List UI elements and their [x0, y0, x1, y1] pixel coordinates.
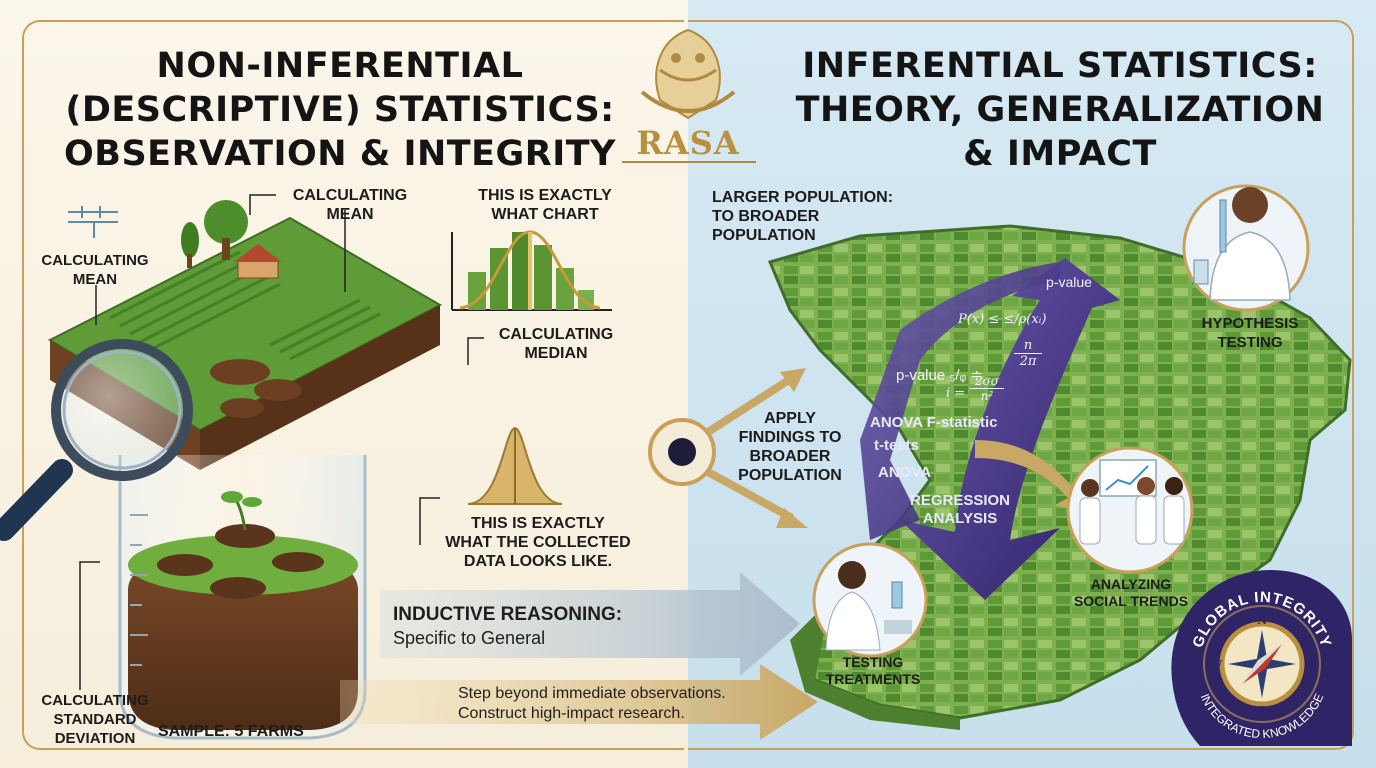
t-tests: t-tests: [874, 437, 920, 454]
population-label: LARGER POPULATION: TO BROADER POPULATION: [712, 188, 932, 245]
apply-line-1: APPLY: [764, 410, 816, 427]
pvalue-formula: p-value ₅/ᵩ ≑: [896, 367, 983, 384]
data-caption-line-3: DATA LOOKS LIKE.: [463, 553, 613, 570]
calculating-median-label: CALCULATING MEDIAN: [486, 325, 626, 363]
inductive-reasoning-title: INDUCTIVE REASONING:: [393, 604, 623, 625]
step-line-1: Step beyond immediate observations.: [458, 685, 726, 702]
regression-line-1: REGRESSION: [909, 492, 1011, 509]
treatments-line-1: TESTING: [842, 654, 904, 670]
right-title-line-3: & IMPACT: [963, 134, 1157, 174]
data-caption-line-2: WHAT THE COLLECTED: [445, 534, 631, 551]
hypothesis-testing-label: HYPOTHESIS TESTING: [1180, 314, 1320, 352]
magnifying-glass-icon: [0, 339, 193, 541]
calc-mean-line-1: CALCULATING: [292, 187, 408, 204]
social-trends-label: ANALYZING SOCIAL TRENDS: [1066, 576, 1196, 610]
social-line-1: ANALYZING: [1090, 576, 1172, 592]
regression-analysis: REGRESSION ANALYSIS: [900, 492, 1020, 528]
calc-mean-line-2: MEAN: [326, 206, 374, 223]
step-line-2: Construct high-impact research.: [458, 705, 685, 722]
fraction-i: 2σσ n²: [970, 374, 1004, 403]
chart-caption-line-2: WHAT CHART: [491, 206, 599, 223]
leader-lines: [79, 194, 484, 690]
histogram-chart: [451, 230, 612, 311]
calc-std-line-3: DEVIATION: [54, 730, 136, 747]
calc-std-line-1: CALCULATING: [41, 692, 149, 709]
frac-num: n: [1014, 338, 1042, 354]
data-caption-line-1: THIS IS EXACTLY: [471, 515, 605, 532]
global-integrity-badge: [1171, 570, 1352, 746]
anova: ANOVA: [878, 464, 932, 481]
population-line-1: LARGER POPULATION:: [712, 189, 894, 206]
anova-f-statistic: ANOVA F-statistic: [870, 414, 998, 431]
right-frame: [688, 20, 1354, 750]
inference-curve-arrow: [900, 258, 1120, 600]
inference-curve-arrow-body: [860, 262, 1060, 540]
regression-line-2: ANALYSIS: [922, 510, 998, 527]
scientist-hypothesis-icon: [1182, 184, 1310, 312]
bell-curve: [467, 426, 563, 505]
apply-findings-label: APPLY FINDINGS TO BROADER POPULATION: [725, 409, 855, 485]
px-formula: P(x) ≤ ≤/ρ(xᵢ): [958, 312, 1047, 327]
apply-line-4: POPULATION: [738, 467, 842, 484]
apply-line-2: FINDINGS TO: [738, 429, 842, 446]
population-line-2: TO BROADER: [712, 208, 820, 225]
frac-den: 2π: [1019, 354, 1037, 369]
calc-median-line-2: MEDIAN: [524, 345, 588, 362]
inductive-arrow: [380, 572, 800, 676]
calculating-mean-label: CALCULATING MEAN: [280, 186, 420, 224]
left-title-line-2: (DESCRIPTIVE) STATISTICS:: [65, 90, 615, 130]
gold-arrow-social: [975, 440, 1092, 515]
inductive-reasoning-sub: Specific to General: [393, 628, 546, 648]
calc-std-line-2: STANDARD: [53, 711, 137, 728]
sample-jar: [118, 455, 367, 740]
rasa-logo-text: RASA: [636, 124, 740, 162]
calculating-mean-label-small: CALCULATING MEAN: [30, 251, 160, 289]
i-den: n²: [980, 389, 994, 403]
right-title-line-1: INFERENTIAL STATISTICS:: [802, 46, 1318, 86]
calc-mean-small-line-1: CALCULATING: [41, 252, 149, 269]
calc-median-line-1: CALCULATING: [498, 326, 614, 343]
ruler-icon: [68, 206, 118, 238]
testing-treatments-label: TESTING TREATMENTS: [818, 654, 928, 688]
step-beyond-text: Step beyond immediate observations. Cons…: [458, 684, 726, 724]
calculating-std-label: CALCULATING STANDARD DEVIATION: [30, 691, 160, 748]
rasa-logo-icon: [622, 28, 756, 163]
scientist-treatments-icon: [812, 542, 928, 658]
origin-node: [648, 368, 808, 528]
collected-data-caption: THIS IS EXACTLY WHAT THE COLLECTED DATA …: [438, 514, 638, 571]
right-title: INFERENTIAL STATISTICS: THEORY, GENERALI…: [760, 44, 1360, 176]
population-line-3: POPULATION: [712, 227, 816, 244]
step-arrow: [340, 664, 818, 740]
apply-line-3: BROADER: [749, 448, 831, 465]
left-title-line-1: NON-INFERENTIAL: [156, 46, 524, 86]
hypothesis-line-2: TESTING: [1217, 334, 1283, 351]
i-num: 2σσ: [970, 374, 1004, 389]
hypothesis-line-1: HYPOTHESIS: [1201, 315, 1299, 332]
chart-caption-line-1: THIS IS EXACTLY: [478, 187, 612, 204]
left-title-line-3: OBSERVATION & INTEGRITY: [64, 134, 616, 174]
chart-caption: THIS IS EXACTLY WHAT CHART: [460, 186, 630, 224]
sample-label: SAMPLE: 5 FARMS: [158, 723, 304, 740]
research-team-icon: [1066, 446, 1194, 574]
fraction-n-2pi: n 2π: [1014, 338, 1042, 369]
left-frame: [22, 20, 684, 750]
right-title-line-2: THEORY, GENERALIZATION: [795, 90, 1325, 130]
calc-mean-small-line-2: MEAN: [72, 271, 118, 288]
left-title: NON-INFERENTIAL (DESCRIPTIVE) STATISTICS…: [40, 44, 640, 176]
social-line-2: SOCIAL TRENDS: [1073, 593, 1189, 609]
pvalue-top: p-value: [1046, 274, 1092, 290]
i-equals: i =: [946, 386, 966, 401]
treatments-line-2: TREATMENTS: [825, 671, 921, 687]
